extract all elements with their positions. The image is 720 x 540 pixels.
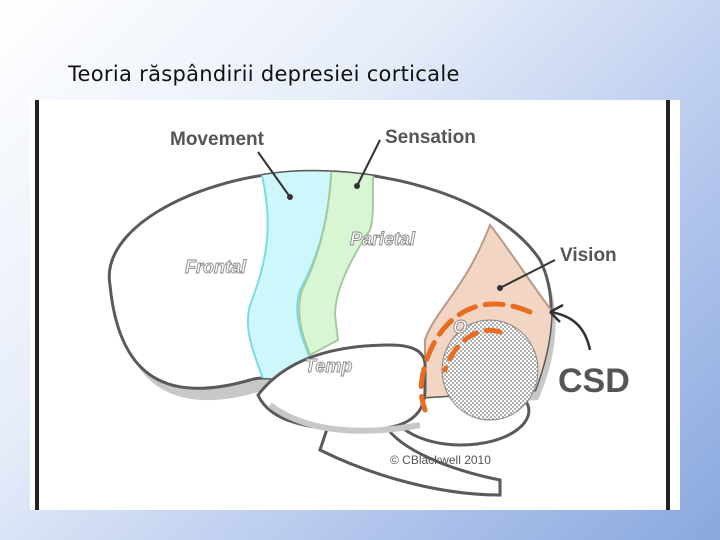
pointer-sensation [356, 139, 381, 187]
label-sensation: Sensation [385, 127, 476, 148]
brain-svg: Frontal Parietal Temp O Movement Sensati… [35, 100, 670, 510]
label-parietal: Parietal [350, 229, 416, 249]
label-movement: Movement [170, 129, 265, 150]
slide-title: Teoria răspândirii depresiei corticale [68, 62, 460, 86]
pointer-csd-arrowhead [549, 303, 564, 323]
label-csd: CSD [558, 362, 630, 400]
brain-diagram: Frontal Parietal Temp O Movement Sensati… [30, 100, 680, 510]
csd-wave-area [441, 319, 539, 421]
pointer-sensation-dot [354, 183, 360, 189]
pointer-movement-dot [287, 194, 293, 200]
temporal-underline-shadow [268, 402, 421, 434]
label-temporal: Temp [305, 356, 352, 376]
label-copyright: © CBlackwell 2010 [390, 453, 491, 467]
frame-right-bar [666, 100, 670, 510]
csd-wave-front [418, 301, 533, 413]
label-frontal: Frontal [185, 257, 247, 277]
frame-left-bar [35, 100, 39, 510]
pointer-csd-arrow [549, 310, 592, 351]
csd-wave-front-inner [442, 327, 503, 373]
label-vision: Vision [560, 245, 617, 266]
pointer-movement [257, 151, 291, 198]
sensory-strip [298, 171, 377, 357]
pointer-vision [499, 259, 556, 289]
pointer-vision-dot [497, 285, 503, 291]
label-occipital: O [453, 317, 467, 337]
